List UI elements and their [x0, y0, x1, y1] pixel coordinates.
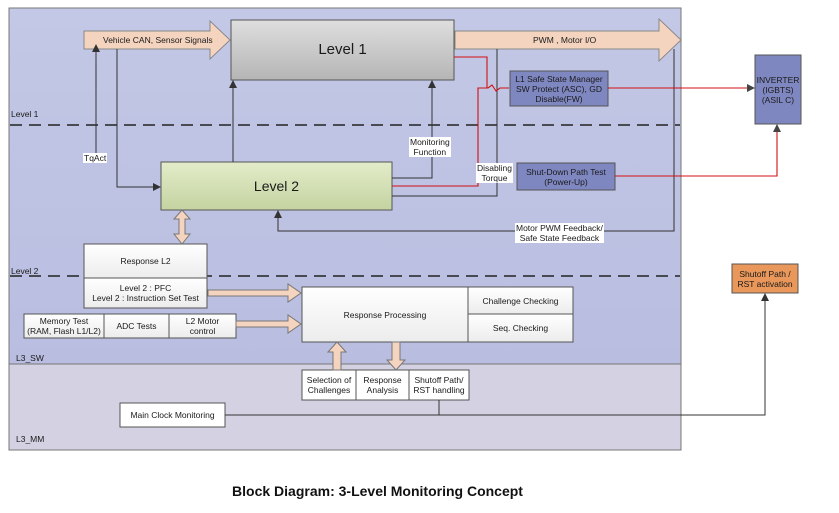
l2-tests-block: Level 2 : PFC Level 2 : Instruction Set …: [92, 283, 199, 303]
l2-motor-to-processing-arrow: [235, 314, 302, 334]
level1-block-shape: [230, 19, 455, 81]
feedback-line: [274, 49, 675, 232]
response-processing-block: Response Processing: [343, 309, 427, 320]
challenge-checking-shape: [467, 286, 574, 315]
adc-tests-block: ADC Tests: [116, 321, 157, 331]
level1-down-line: [392, 49, 498, 197]
level1-block: Level 1: [318, 41, 367, 58]
selection-challenges-block: Selection of Challenges: [306, 375, 352, 395]
memory-test-shape: [23, 313, 105, 339]
region-label-level2: Level 2: [11, 266, 39, 276]
shutoff-handling-block: Shutoff Path/ RST handling: [413, 375, 465, 395]
level2-response-double-arrow: [172, 209, 192, 245]
l2-motor-control-block: L2 Motor control: [185, 316, 220, 336]
l1-safe-state-shape: [509, 70, 609, 107]
main-clock-shape: [119, 402, 226, 428]
pwm-output-label: PWM , Motor I/O: [533, 35, 597, 45]
can-input-label: Vehicle CAN, Sensor Signals: [103, 35, 213, 45]
l1-safe-state-block: L1 Safe State Manager SW Protect (ASC), …: [515, 73, 603, 104]
l2-tests-to-processing-arrow: [207, 283, 302, 303]
shutdown-test-block: Shut-Down Path Test (Power-Up): [526, 166, 606, 187]
seq-checking-shape: [467, 313, 574, 343]
l2-motor-control-shape: [168, 313, 237, 339]
selection-up-arrow: [326, 341, 348, 371]
l2-tests-shape: [83, 277, 208, 309]
inverter-shape: [754, 54, 802, 125]
region-label-l3-mm: L3_MM: [16, 434, 45, 444]
diagram-caption: Block Diagram: 3-Level Monitoring Concep…: [232, 483, 523, 499]
main-clock-line: [225, 293, 769, 416]
seq-checking-block: Seq. Checking: [492, 323, 549, 333]
level1-to-safe-state-red-line: [454, 56, 488, 88]
shutdown-to-inverter-red-line: [615, 124, 781, 177]
shutoff-handling-shape: [408, 369, 470, 401]
region-label-level1: Level 1: [11, 109, 39, 119]
can-input-arrow: [83, 19, 231, 61]
can-to-level2-line: [116, 49, 161, 191]
analysis-down-arrow: [385, 341, 407, 371]
shutoff-rst-block: Shutoff Path / RST activation: [737, 268, 793, 289]
motor-pwm-feedback-label: Motor PWM Feedback/ Safe State Feedback: [515, 223, 604, 243]
disabling-torque-label: Disabling Torque: [476, 163, 513, 183]
level2-block-shape: [160, 161, 393, 211]
monitoring-function-label: Monitoring Function: [409, 137, 451, 157]
response-analysis-block: Response Analysis: [363, 375, 402, 395]
region-label-l3-sw: L3_SW: [16, 353, 44, 363]
tqact-label: TqAct: [83, 153, 108, 163]
response-analysis-shape: [355, 369, 410, 401]
response-l2-block: Response L2: [120, 256, 171, 266]
adc-tests-shape: [103, 313, 170, 339]
monitoring-function-line: [392, 80, 436, 179]
shutoff-rst-shape: [731, 263, 799, 294]
response-l2-shape: [83, 243, 208, 279]
pwm-output-arrow: [454, 17, 682, 63]
response-processing-shape: [301, 286, 469, 343]
challenge-checking-block: Challenge Checking: [482, 295, 559, 306]
level2-block: Level 2: [253, 178, 300, 194]
main-clock-block: Main Clock Monitoring: [130, 410, 215, 420]
inverter-block: INVERTER (IGBTS) (ASIL C): [756, 74, 800, 105]
memory-test-block: Memory Test (RAM, Flash L1/L2): [27, 316, 101, 336]
